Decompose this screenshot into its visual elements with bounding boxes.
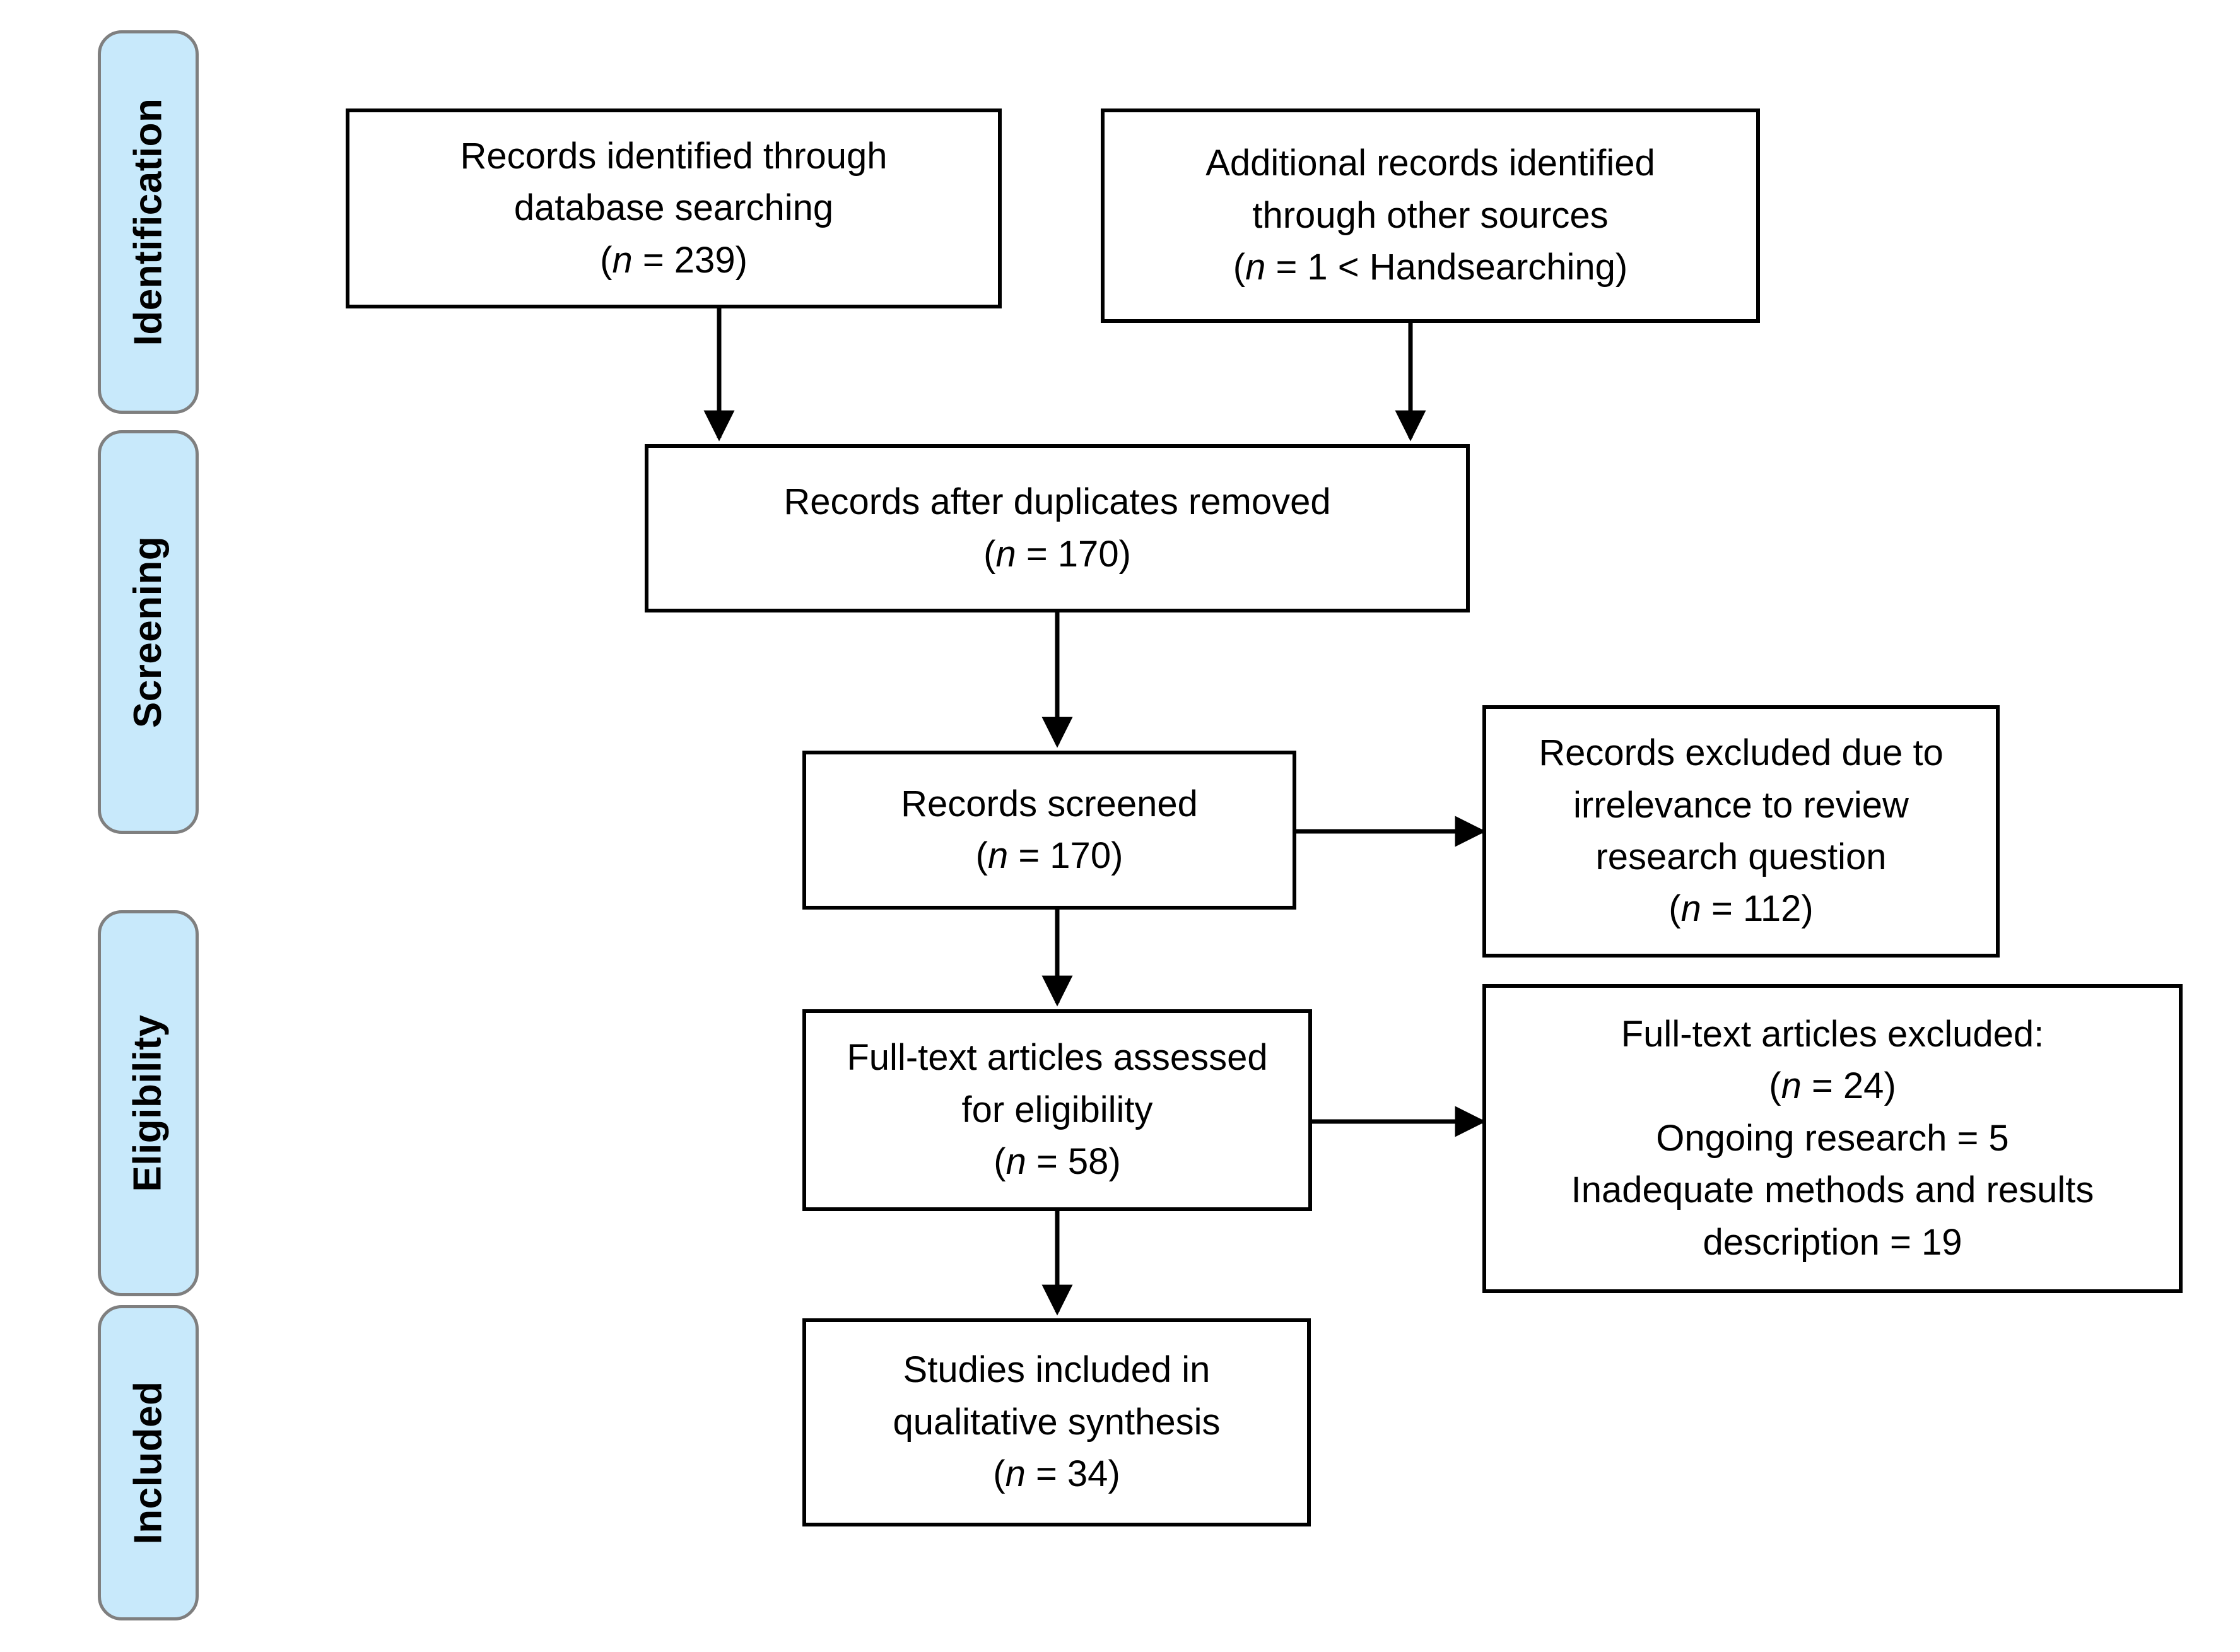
box-records-screened: Records screened (n = 170) bbox=[802, 751, 1296, 910]
box-line: through other sources bbox=[1252, 194, 1609, 236]
box-count: (n = 170) bbox=[975, 835, 1123, 876]
box-line: irrelevance to review bbox=[1573, 784, 1909, 826]
box-line: for eligibility bbox=[961, 1089, 1153, 1130]
box-line: Studies included in bbox=[903, 1349, 1211, 1391]
box-studies-included-qualitative-synthesis: Studies included in qualitative synthesi… bbox=[802, 1318, 1311, 1526]
n-symbol: n bbox=[1005, 1453, 1026, 1495]
box-count: (n = 24) bbox=[1769, 1065, 1896, 1107]
phase-label-screening-text: Screening bbox=[126, 536, 170, 729]
n-symbol: n bbox=[995, 533, 1016, 575]
box-line: Full-text articles excluded: bbox=[1621, 1014, 2044, 1055]
phase-label-eligibility-text: Eligibility bbox=[126, 1014, 170, 1192]
box-count: (n = 34) bbox=[993, 1453, 1120, 1495]
n-symbol: n bbox=[1245, 247, 1266, 288]
box-line: database searching bbox=[513, 187, 834, 229]
box-fulltext-articles-excluded: Full-text articles excluded: (n = 24) On… bbox=[1482, 984, 2183, 1293]
box-line: Records identified through bbox=[460, 135, 888, 177]
n-symbol: n bbox=[987, 835, 1009, 876]
phase-label-identification-text: Identification bbox=[126, 98, 170, 346]
box-line: Records after duplicates removed bbox=[783, 481, 1331, 523]
phase-label-eligibility: Eligibility bbox=[98, 910, 199, 1296]
box-line: Full-text articles assessed bbox=[847, 1037, 1268, 1079]
box-line: Inadequate methods and results bbox=[1571, 1169, 2094, 1211]
box-count: (n = 112) bbox=[1668, 888, 1814, 930]
box-count: (n = 170) bbox=[983, 533, 1131, 575]
box-line: description = 19 bbox=[1703, 1221, 1962, 1263]
box-records-excluded-irrelevance: Records excluded due to irrelevance to r… bbox=[1482, 705, 2000, 958]
n-symbol: n bbox=[1006, 1141, 1026, 1183]
box-line: qualitative synthesis bbox=[893, 1401, 1221, 1443]
box-count: (n = 239) bbox=[600, 239, 748, 281]
box-line: Additional records identified bbox=[1205, 143, 1655, 184]
phase-label-identification: Identification bbox=[98, 30, 199, 414]
n-symbol: n bbox=[1781, 1065, 1802, 1107]
box-records-identified-database: Records identified through database sear… bbox=[346, 108, 1002, 308]
box-count: (n = 58) bbox=[994, 1141, 1121, 1183]
box-additional-records-other-sources: Additional records identified through ot… bbox=[1101, 108, 1760, 323]
box-line: Ongoing research = 5 bbox=[1656, 1117, 2009, 1159]
phase-label-included: Included bbox=[98, 1305, 199, 1620]
box-line: research question bbox=[1595, 836, 1887, 877]
n-symbol: n bbox=[612, 239, 633, 281]
n-symbol: n bbox=[1680, 888, 1701, 930]
box-records-after-duplicates-removed: Records after duplicates removed (n = 17… bbox=[645, 444, 1470, 612]
phase-label-included-text: Included bbox=[126, 1381, 170, 1545]
box-line: Records excluded due to bbox=[1539, 732, 1944, 774]
box-count: (n = 1 < Handsearching) bbox=[1233, 247, 1628, 288]
phase-label-screening: Screening bbox=[98, 430, 199, 834]
box-line: Records screened bbox=[901, 783, 1198, 824]
box-fulltext-assessed-eligibility: Full-text articles assessed for eligibil… bbox=[802, 1009, 1312, 1211]
